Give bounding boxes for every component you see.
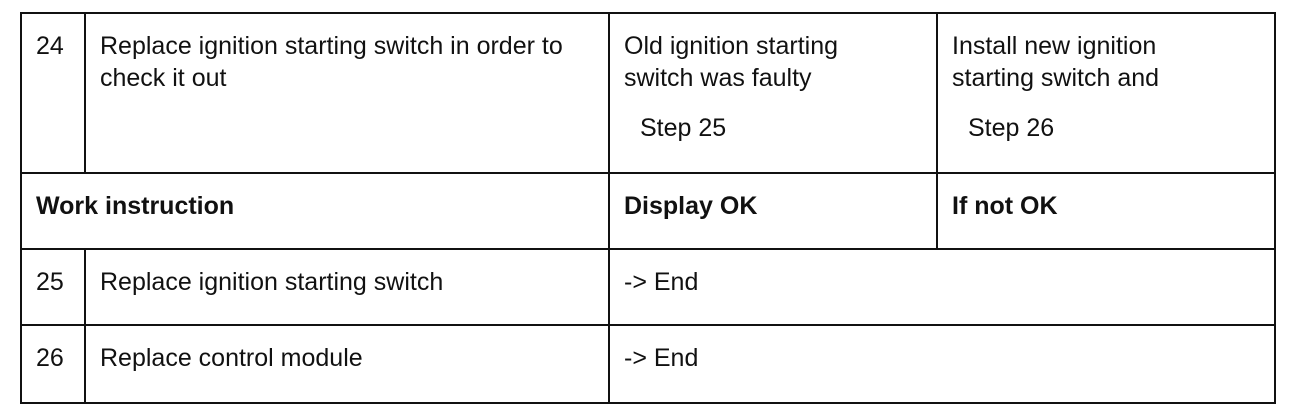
instruction-text: Replace control module bbox=[100, 344, 363, 372]
work-instruction-table: 24 Replace ignition starting switch in o… bbox=[20, 12, 1276, 404]
result-cell: -> End bbox=[610, 250, 1274, 324]
table-row-26: 26 Replace control module -> End bbox=[22, 326, 1274, 402]
result-text: -> End bbox=[624, 268, 699, 296]
instruction-text: Replace ignition starting switch in orde… bbox=[100, 32, 563, 92]
result-cell: -> End bbox=[610, 326, 1274, 402]
header-if-not-ok: If not OK bbox=[952, 192, 1058, 220]
step-number-text: 25 bbox=[36, 268, 64, 296]
header-display-ok: Display OK bbox=[610, 174, 938, 248]
instruction-cell: Replace ignition starting switch bbox=[86, 250, 610, 324]
step-number-text: 26 bbox=[36, 344, 64, 372]
step-number: 26 bbox=[22, 326, 86, 402]
step-number-text: 24 bbox=[36, 32, 64, 60]
if-not-ok-text: Install new ignition starting switch and bbox=[952, 32, 1160, 92]
table-row-24: 24 Replace ignition starting switch in o… bbox=[22, 14, 1274, 174]
display-ok-step-link: Step 25 bbox=[640, 114, 727, 142]
if-not-ok-cell: Install new ignition starting switch and… bbox=[938, 14, 1274, 172]
table-header-row: Work instruction Display OK If not OK bbox=[22, 174, 1274, 250]
instruction-cell: Replace control module bbox=[86, 326, 610, 402]
if-not-ok-step-link: Step 26 bbox=[968, 114, 1055, 142]
result-text: -> End bbox=[624, 344, 699, 372]
instruction-cell: Replace ignition starting switch in orde… bbox=[86, 14, 610, 172]
header-work-instruction: Work instruction bbox=[22, 174, 610, 248]
step-number: 25 bbox=[22, 250, 86, 324]
display-ok-text: Old ignition starting switch was faulty bbox=[624, 32, 839, 92]
display-ok-cell: Old ignition starting switch was faulty … bbox=[610, 14, 938, 172]
instruction-text: Replace ignition starting switch bbox=[100, 268, 444, 296]
step-number: 24 bbox=[22, 14, 86, 172]
table-row-25: 25 Replace ignition starting switch -> E… bbox=[22, 250, 1274, 326]
